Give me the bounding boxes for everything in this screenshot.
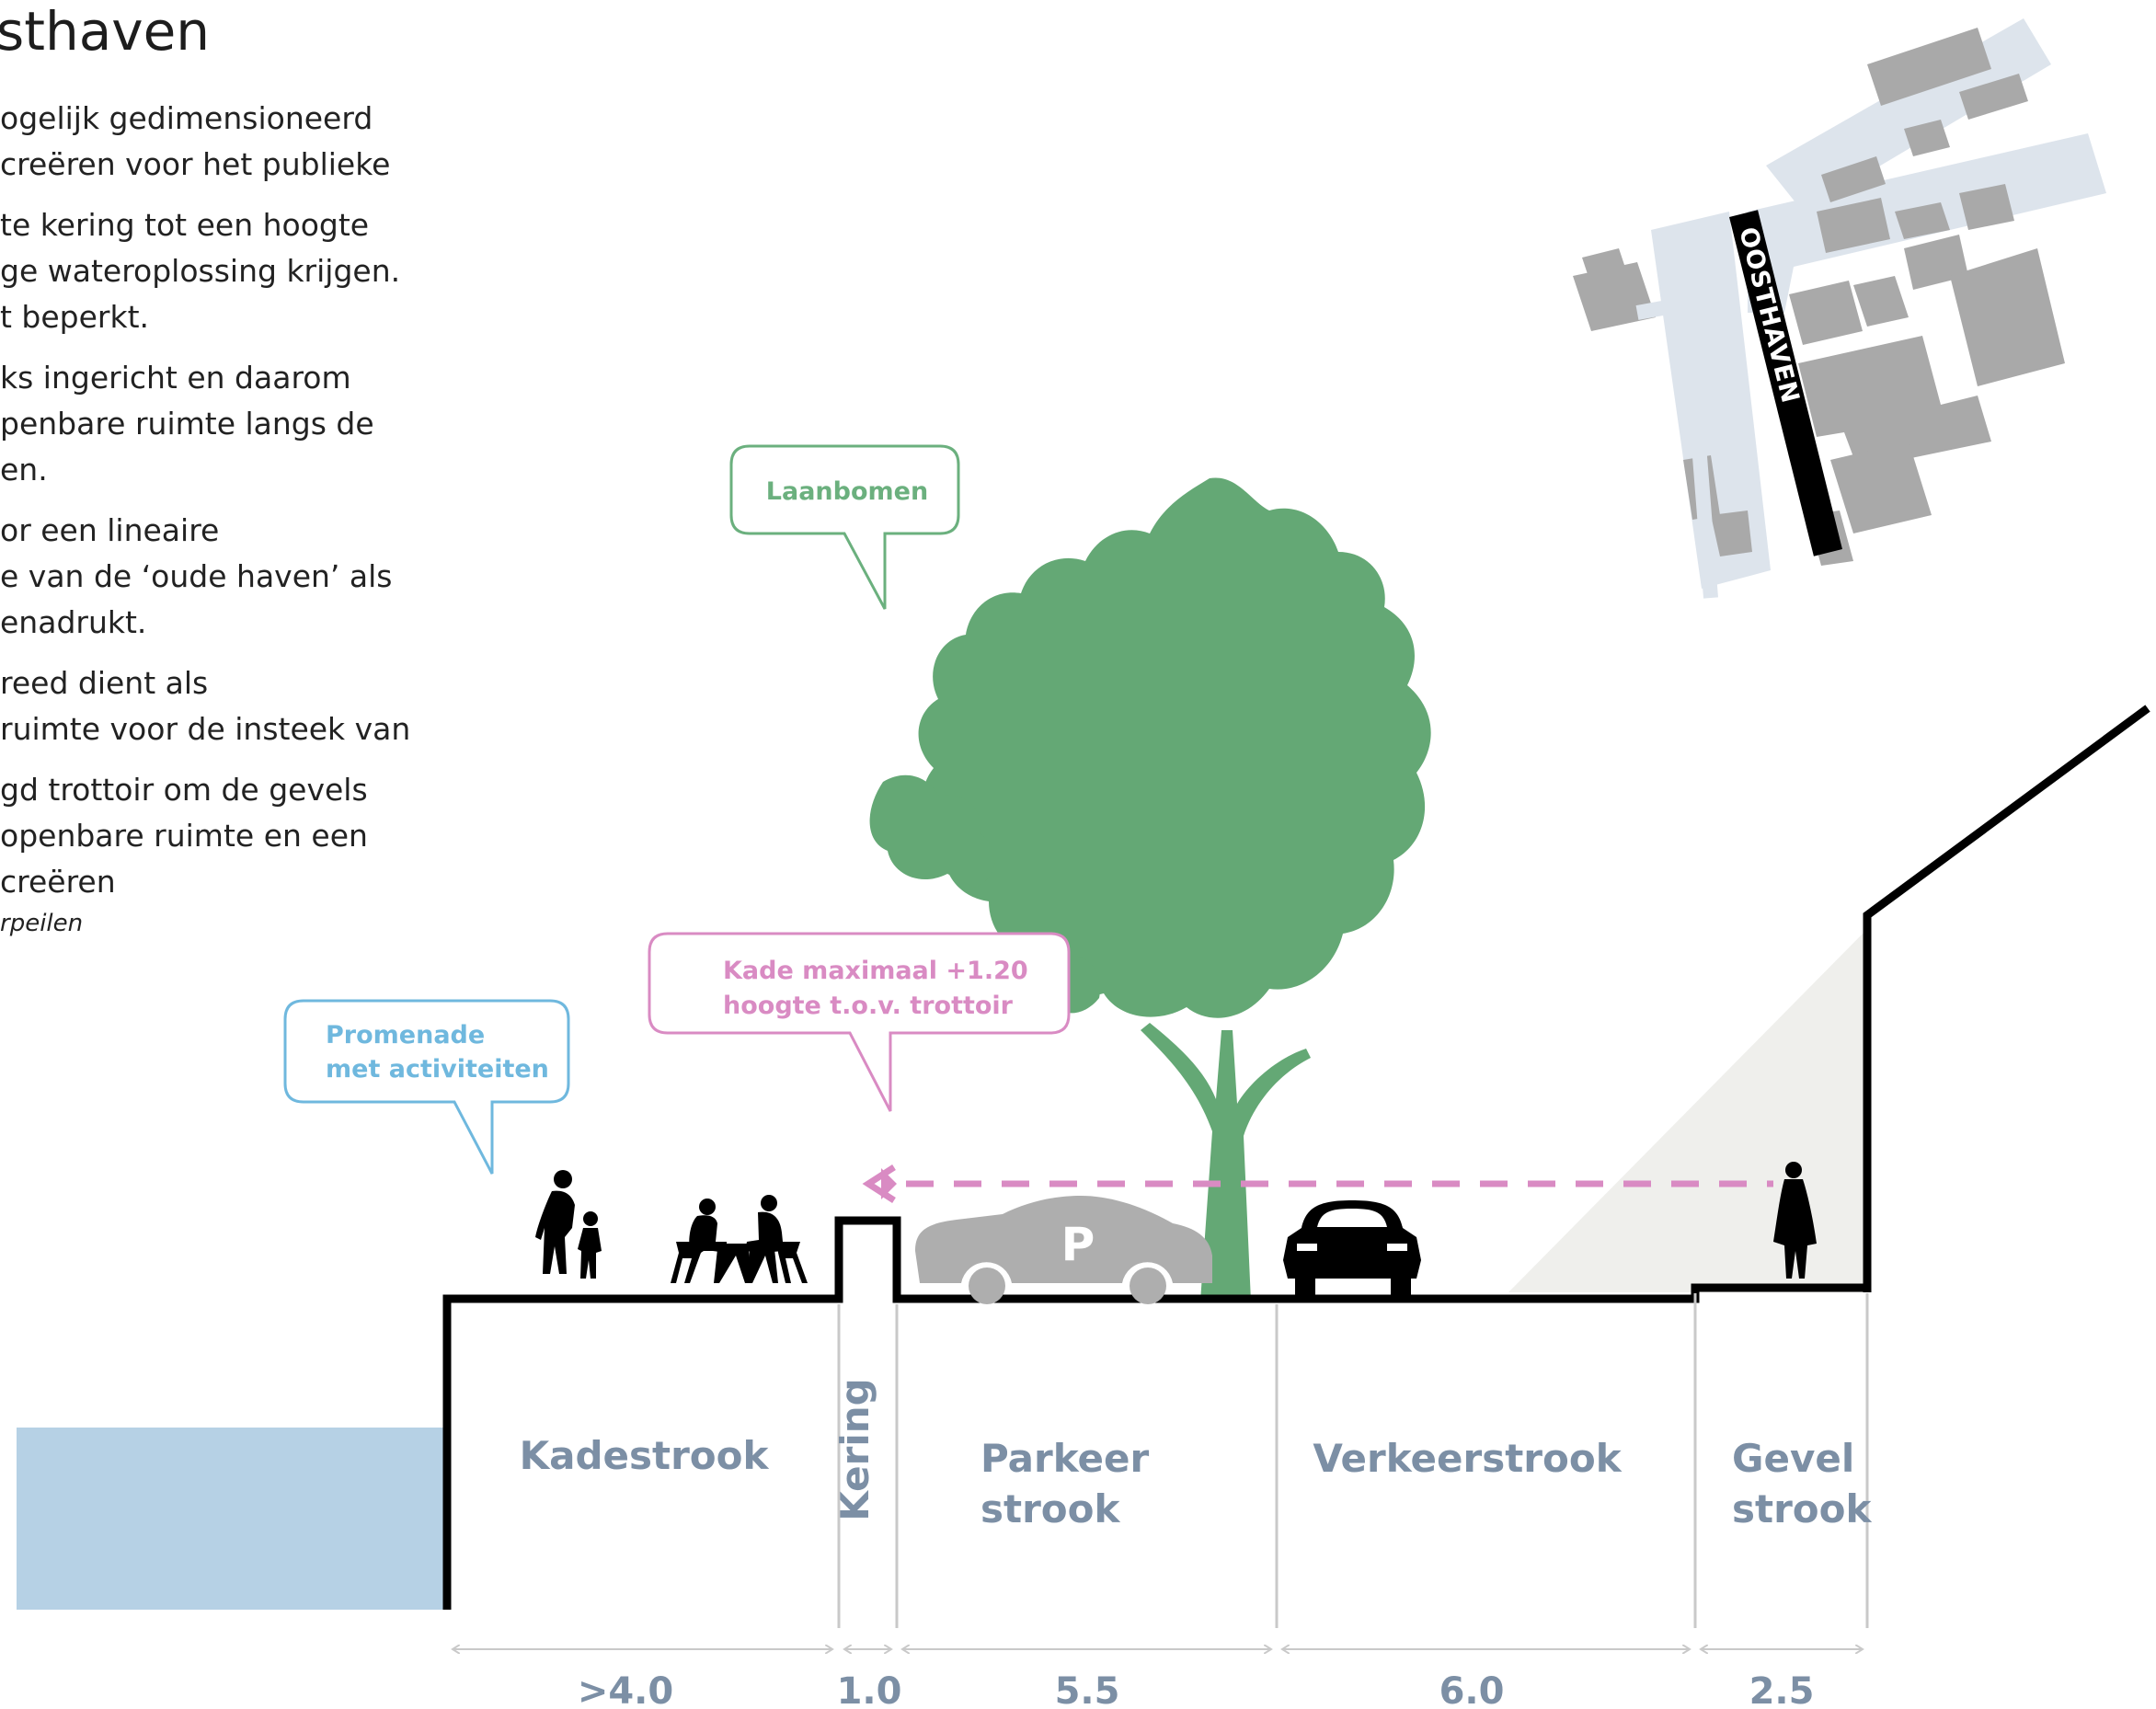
dimension-verkeerstrook: 6.0: [1439, 1670, 1505, 1709]
body-text-line: t beperkt.: [0, 299, 150, 335]
dimension-kering: 1.0: [837, 1670, 902, 1709]
zone-kadestrook-label: Kadestrook: [520, 1433, 770, 1478]
body-text-line: or een lineaire: [0, 512, 220, 548]
body-text-line: ks ingericht en daarom: [0, 360, 351, 396]
sight-light-wedge: [1508, 929, 1867, 1292]
body-text-line: rpeilen: [0, 910, 84, 937]
site-map: OOSTHAVEN: [1573, 18, 2106, 599]
zone-parkeer-label-2: strook: [981, 1486, 1120, 1531]
people-walking: [535, 1170, 602, 1279]
body-text-line: reed dient als: [0, 665, 209, 701]
sight-arrow-head: [862, 1164, 896, 1203]
people-seated-terrace: [671, 1195, 808, 1283]
callout-promenade-line2: met activiteiten: [326, 1055, 549, 1084]
callout-kade-height: Kade maximaal +1.20 hoogte t.o.v. trotto…: [648, 932, 1071, 1112]
zone-gevel-label-2: strook: [1732, 1486, 1872, 1531]
dimension-kadestrook: >4.0: [578, 1670, 673, 1709]
body-text-line: te kering tot een hoogte: [0, 207, 370, 243]
tree: [869, 477, 1431, 1302]
callout-promenade-line1: Promenade: [326, 1021, 485, 1049]
callout-kade-line1: Kade maximaal +1.20: [723, 957, 1028, 985]
person-standing-facade: [1773, 1162, 1817, 1279]
page-title: sthaven: [0, 0, 211, 63]
parked-car: P: [915, 1196, 1212, 1304]
body-text-line: ogelijk gedimensioneerd: [0, 100, 373, 136]
body-text-line: gd trottoir om de gevels: [0, 772, 368, 808]
dimension-values: >4.0 1.0 5.5 6.0 2.5: [578, 1670, 1815, 1709]
callout-promenade: Promenade met activiteiten: [283, 999, 570, 1175]
body-text-line: e van de ‘oude haven’ als: [0, 558, 393, 594]
parking-symbol: P: [1061, 1218, 1095, 1271]
body-text-line: enadrukt.: [0, 604, 147, 640]
body-text-line: creëren: [0, 864, 116, 900]
body-text-line: penbare ruimte langs de: [0, 406, 374, 442]
body-text-line: ruimte voor de insteek van: [0, 711, 411, 747]
zone-dividers: [837, 1293, 1869, 1628]
driving-car: [1283, 1200, 1421, 1297]
callout-laanbomen: Laanbomen: [729, 444, 960, 610]
map-street-outline: [1635, 294, 1718, 599]
dimension-parkeerstrook: 5.5: [1055, 1670, 1120, 1709]
zone-kering-label: Kering: [832, 1378, 877, 1520]
zone-labels: Kadestrook Kering Parkeer strook Verkeer…: [520, 1378, 1873, 1531]
zone-verkeerstrook-label: Verkeerstrook: [1313, 1436, 1622, 1481]
body-text-line: ge wateroplossing krijgen.: [0, 253, 401, 289]
zone-parkeer-label-1: Parkeer: [981, 1436, 1149, 1481]
building-facade: [1863, 705, 2150, 1292]
callout-laanbomen-text: Laanbomen: [766, 477, 928, 506]
body-text-line: creëren voor het publieke: [0, 146, 391, 182]
dimension-gevelstrook: 2.5: [1749, 1670, 1815, 1709]
body-text: ogelijk gedimensioneerd creëren voor het …: [0, 96, 423, 942]
body-text-line: en.: [0, 452, 48, 487]
zone-gevel-label-1: Gevel: [1732, 1436, 1854, 1481]
callout-kade-line2: hoogte t.o.v. trottoir: [723, 992, 1014, 1020]
body-text-line: openbare ruimte en een: [0, 818, 368, 854]
ground-profile: [442, 1216, 1871, 1610]
map-buildings: [1573, 28, 2065, 566]
water: [17, 1428, 447, 1610]
